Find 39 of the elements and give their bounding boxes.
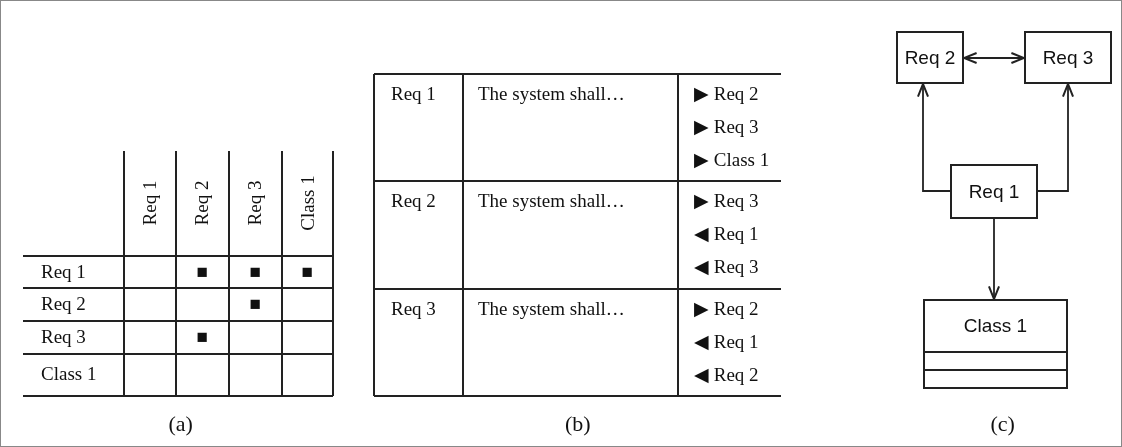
requirement-box: Req 1 (950, 164, 1038, 219)
row-header: Req 3 (41, 326, 86, 348)
requirement-box: Req 3 (1024, 31, 1112, 84)
column-header: Req 1 (138, 180, 161, 226)
matrix-mark: ■ (301, 261, 313, 283)
panel-label: (c) (990, 413, 1015, 435)
arrow (1037, 83, 1075, 192)
matrix-mark: ■ (249, 261, 261, 283)
trace-link: ▶ Req 3 (694, 116, 759, 138)
column-header: Req 3 (243, 180, 266, 226)
requirement-text: The system shall… (478, 298, 625, 320)
trace-link: ◀ Req 1 (694, 223, 759, 245)
requirement-text: The system shall… (478, 190, 625, 212)
trace-link: ▶ Req 2 (694, 298, 759, 320)
row-header: Req 2 (391, 190, 436, 212)
row-header: Req 1 (391, 83, 436, 105)
panel-label: (b) (565, 413, 591, 435)
row-header: Req 3 (391, 298, 436, 320)
trace-link: ◀ Req 3 (694, 256, 759, 278)
column-header: Class 1 (296, 175, 319, 231)
trace-link: ▶ Class 1 (694, 149, 770, 171)
arrow (987, 218, 1001, 300)
trace-link: ▶ Req 3 (694, 190, 759, 212)
arrow (916, 83, 951, 192)
column-header: Req 2 (190, 180, 213, 226)
arrow (963, 51, 1025, 65)
row-header: Req 1 (41, 261, 86, 283)
panel-label: (a) (168, 413, 193, 435)
row-header: Class 1 (41, 363, 97, 385)
matrix-mark: ■ (249, 293, 261, 315)
matrix-mark: ■ (196, 261, 208, 283)
requirement-text: The system shall… (478, 83, 625, 105)
trace-link: ◀ Req 2 (694, 364, 759, 386)
row-header: Req 2 (41, 293, 86, 315)
trace-link: ▶ Req 2 (694, 83, 759, 105)
requirement-box: Req 2 (896, 31, 964, 84)
class-box: Class 1 (923, 299, 1068, 389)
matrix-mark: ■ (196, 326, 208, 348)
trace-link: ◀ Req 1 (694, 331, 759, 353)
